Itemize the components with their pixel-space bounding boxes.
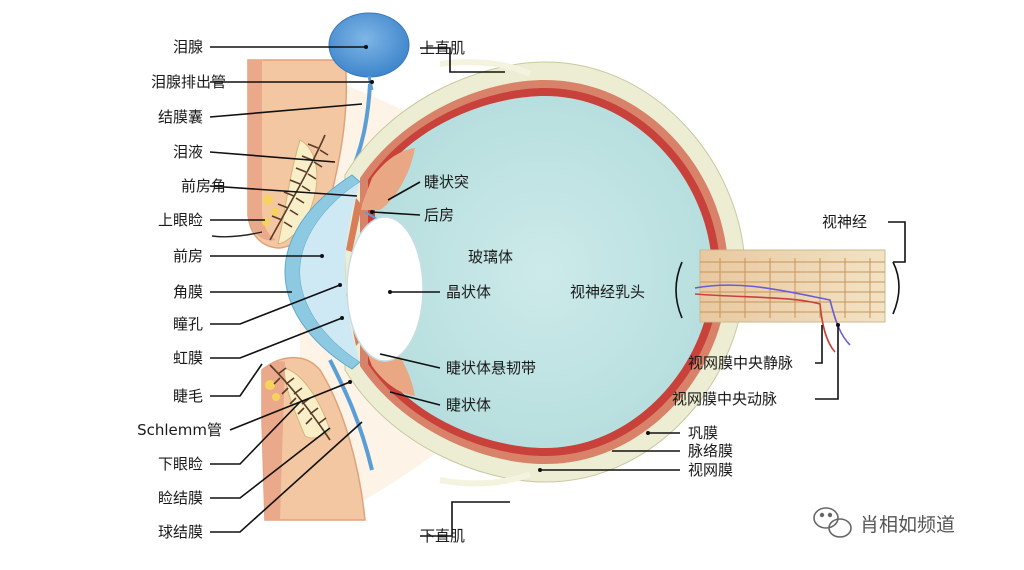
lower-conjunctiva-line [328,359,374,471]
wechat-icon [813,507,852,538]
label-optic-disc: 视神经乳头 [570,283,645,301]
upper-fat-dot-1 [263,195,273,205]
label-conjunctival-sac: 结膜囊 [158,108,203,126]
label-lens: 晶状体 [446,283,491,301]
optic-nerve-fibers [700,258,885,318]
label-vitreous-body: 玻璃体 [468,248,513,266]
label-posterior-chamber: 后房 [424,206,454,224]
label-lacrimal-duct: 泪腺排出管 [151,73,226,91]
lower-fat-dot-2 [272,393,280,401]
label-central-retinal-vein: 视网膜中央静脉 [688,354,793,372]
upper-eyelid-skin-layer [248,60,276,241]
label-lacrimal-gland: 泪腺 [173,38,203,56]
label-optic-nerve: 视神经 [822,213,867,231]
lower-eyelid-shape [261,356,366,521]
ciliary-body-upper [360,148,415,210]
label-lower-eyelid: 下眼睑 [158,455,203,473]
label-ciliary-body: 睫状体 [446,396,491,414]
label-bulbar-conjunctiva: 球结膜 [158,523,203,541]
label-iris: 虹膜 [173,349,203,367]
label-palpebral-conjunctiva: 睑结膜 [158,489,203,507]
lower-eyelid-skin-layer [262,361,285,520]
vitreous-body-shape [375,96,712,448]
label-inferior-rectus: 下直肌 [420,527,465,545]
label-upper-eyelid: 上眼睑 [158,211,203,229]
upper-lash-hair [211,231,263,238]
lacrimal-gland-shape [328,12,410,78]
leader-lines [209,45,906,537]
retinal-vessel-blue [694,284,851,346]
label-superior-rectus: 上直肌 [420,39,465,57]
lower-eyelash-structure [269,364,331,441]
label-anterior-chamber-angle: 前房角 [181,177,226,195]
optic-nerve-sheath [699,249,886,323]
lens-shape [346,216,424,362]
superior-rectus-shape [439,59,532,77]
upper-fat-dot-2 [271,208,279,216]
watermark-text: 肖相如频道 [860,514,955,536]
inferior-rectus-shape [439,471,532,487]
label-eyelash: 睫毛 [173,387,203,405]
label-sclera: 巩膜 [688,424,718,442]
label-anterior-chamber: 前房 [173,247,203,265]
label-tear-fluid: 泪液 [173,143,203,161]
label-central-retinal-artery: 视网膜中央动脉 [672,390,777,408]
label-pupil: 瞳孔 [173,315,203,333]
label-schlemm-canal: Schlemm管 [137,421,222,439]
label-ciliary-process: 睫状突 [424,173,469,191]
watermark: 肖相如频道 [813,507,955,538]
upper-eyelash-structure [269,134,329,241]
label-cornea: 角膜 [173,283,203,301]
iris-upper [346,198,362,252]
label-choroid: 脉络膜 [688,442,733,460]
lower-fat-dot-1 [265,380,275,390]
label-zonule: 睫状体悬韧带 [446,359,536,377]
label-retina: 视网膜 [688,461,733,479]
retinal-vessel-red [694,293,836,353]
anterior-chamber-shape [300,182,360,362]
